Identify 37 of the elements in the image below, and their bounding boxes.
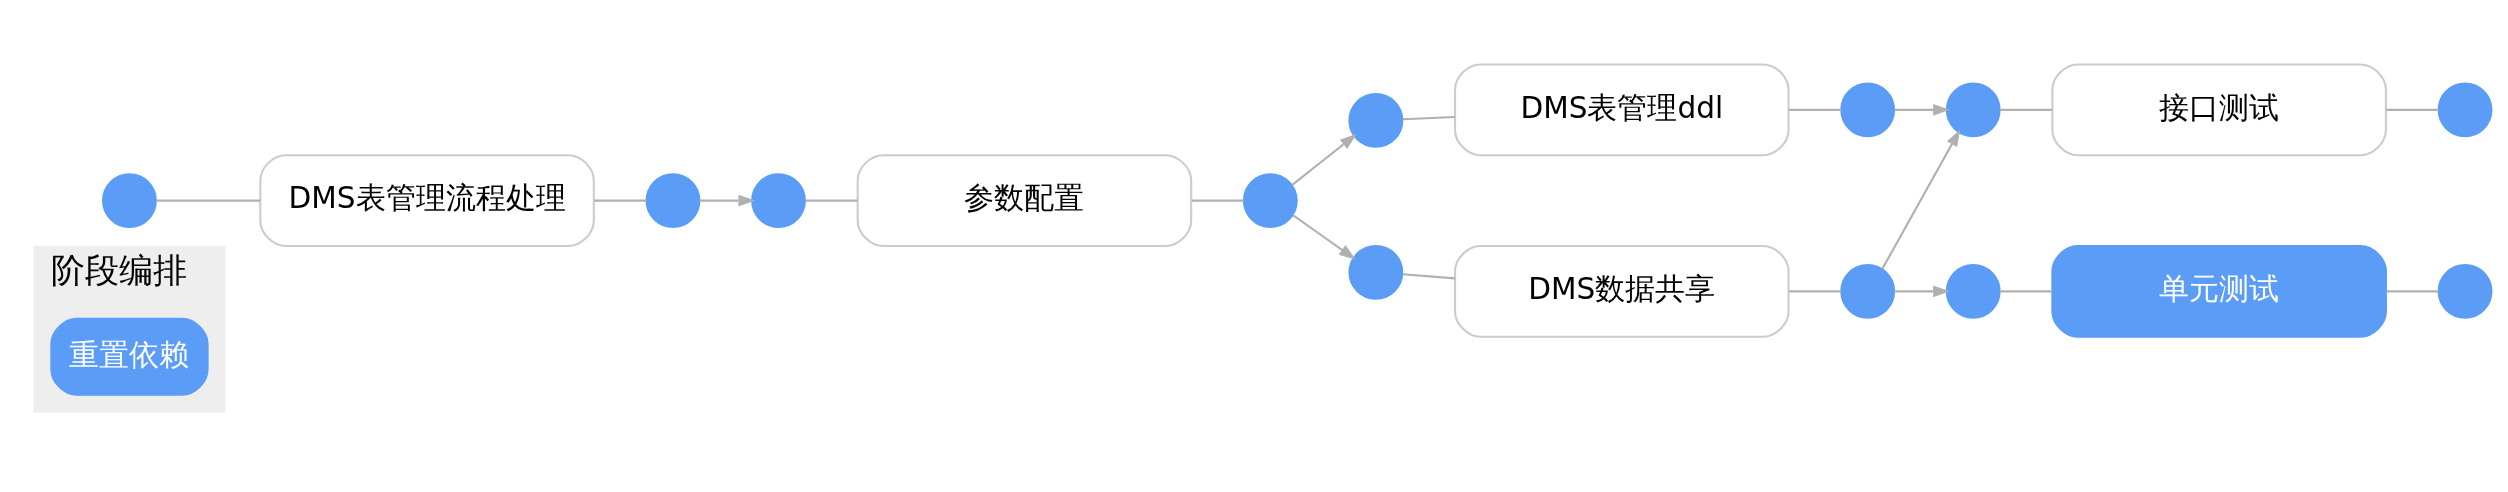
node-box: DMS数据共享 bbox=[1453, 244, 1790, 338]
connector bbox=[1402, 115, 1455, 120]
node-circle bbox=[2437, 263, 2492, 319]
node-box: 参数配置 bbox=[856, 153, 1192, 247]
node-circle bbox=[1347, 244, 1403, 300]
arrow bbox=[1880, 128, 1960, 270]
arrow bbox=[1893, 103, 1950, 116]
connector bbox=[1999, 108, 2052, 111]
arrow bbox=[1290, 133, 1357, 186]
node-circle bbox=[2437, 81, 2492, 137]
connector bbox=[1999, 289, 2052, 292]
node-box: DMS表管理ddl bbox=[1453, 62, 1790, 156]
connector bbox=[2385, 108, 2439, 111]
node-box: 单元测试 bbox=[2050, 244, 2387, 338]
connector bbox=[1191, 199, 1244, 202]
connector bbox=[1402, 272, 1455, 279]
connector bbox=[593, 199, 647, 202]
arrow bbox=[699, 194, 755, 206]
node-circle bbox=[645, 172, 700, 228]
connector bbox=[156, 199, 260, 202]
node-circle bbox=[101, 172, 157, 228]
node-circle bbox=[1347, 92, 1403, 148]
node-box: DMS表管理流程处理 bbox=[258, 153, 595, 247]
node-circle bbox=[1839, 263, 1895, 319]
connector bbox=[805, 199, 857, 202]
node-circle bbox=[1945, 263, 2001, 319]
arrow bbox=[1893, 284, 1950, 297]
node-circle bbox=[1242, 172, 1298, 228]
arrow bbox=[1291, 213, 1356, 260]
node-box: 重置依赖 bbox=[49, 317, 209, 396]
connector bbox=[1788, 108, 1841, 111]
connector bbox=[1788, 289, 1841, 292]
connector bbox=[2385, 289, 2439, 292]
node-box: 接口测试 bbox=[2050, 62, 2387, 156]
node-circle bbox=[750, 172, 806, 228]
node-circle bbox=[1839, 81, 1895, 137]
node-circle bbox=[1945, 81, 2001, 137]
